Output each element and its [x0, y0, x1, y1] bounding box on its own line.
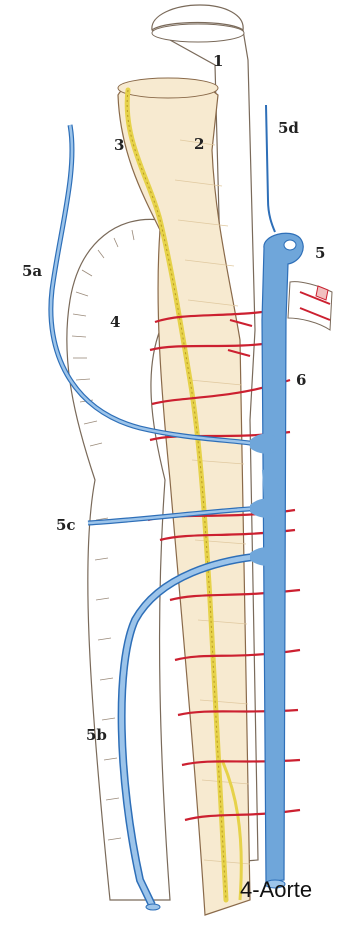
cut-vessel: [288, 282, 332, 330]
label-2: 2: [194, 135, 204, 153]
label-4: 4: [110, 313, 120, 331]
label-5c: 5c: [56, 516, 76, 534]
label-6: 6: [296, 371, 306, 389]
label-3: 3: [114, 136, 124, 154]
caption: 4-Aorte: [240, 877, 312, 903]
label-5d: 5d: [278, 119, 299, 137]
label-5: 5: [315, 244, 325, 262]
label-1: 1: [213, 52, 223, 70]
label-5a: 5a: [22, 262, 42, 280]
label-5b: 5b: [86, 726, 107, 744]
vein-5d: [266, 105, 275, 232]
